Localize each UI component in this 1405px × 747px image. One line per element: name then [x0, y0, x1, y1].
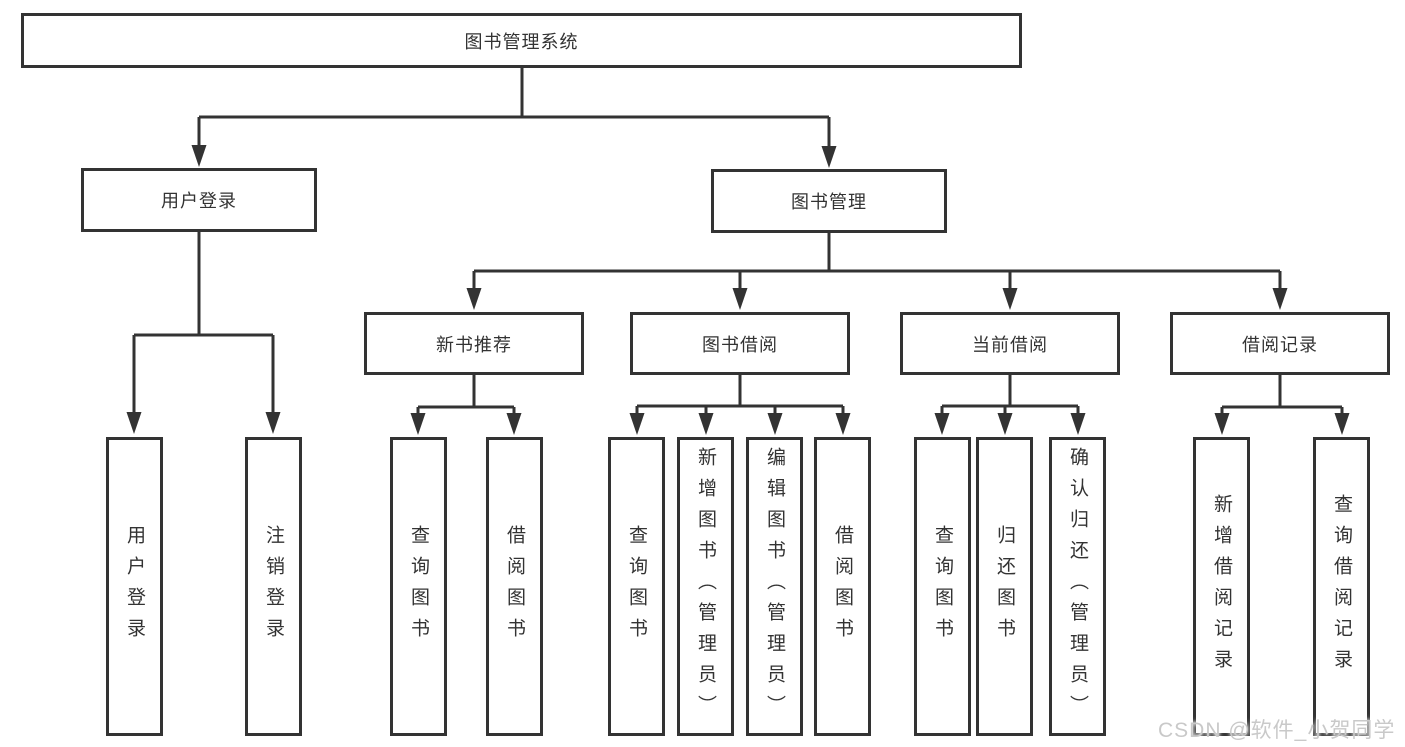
- node-label: 用户登录: [124, 524, 145, 649]
- node-new-book-recommend: 新书推荐: [364, 312, 584, 375]
- node-label: 查询图书: [932, 524, 953, 649]
- arrowheads: [126, 145, 1350, 435]
- node-label: 归还图书: [994, 524, 1015, 649]
- leaf-add-borrow-record: 新增借阅记录: [1193, 437, 1250, 736]
- leaf-logout: 注销登录: [245, 437, 302, 736]
- node-user-login: 用户登录: [81, 168, 317, 232]
- leaf-return-books: 归还图书: [976, 437, 1033, 736]
- node-label: 查询图书: [626, 524, 647, 649]
- node-label: 新增借阅记录: [1211, 493, 1232, 680]
- node-label: 图书借阅: [702, 334, 778, 355]
- leaf-query-borrow-record: 查询借阅记录: [1313, 437, 1370, 736]
- node-label: 注销登录: [263, 524, 284, 649]
- node-label: 图书管理: [791, 192, 867, 212]
- leaf-query-books: 查询图书: [608, 437, 665, 736]
- leaf-borrow-books: 借阅图书: [814, 437, 871, 736]
- node-label: 借阅图书: [504, 524, 525, 649]
- node-system-root: 图书管理系统: [21, 13, 1022, 68]
- leaf-user-login: 用户登录: [106, 437, 163, 736]
- node-book-borrowing: 图书借阅: [630, 312, 850, 375]
- node-label: 当前借阅: [972, 334, 1048, 355]
- node-label: 新书推荐: [436, 334, 512, 355]
- leaf-query-books: 查询图书: [390, 437, 447, 736]
- node-label: 查询图书: [408, 524, 429, 649]
- node-label: 编辑图书（管理员）: [764, 447, 785, 726]
- leaf-confirm-return-admin: 确认归还（管理员）: [1049, 437, 1106, 736]
- csdn-watermark: CSDN @软件_小贺同学: [1158, 719, 1396, 742]
- node-label: 借阅图书: [832, 524, 853, 649]
- leaf-add-books-admin: 新增图书（管理员）: [677, 437, 734, 736]
- node-book-management: 图书管理: [711, 169, 947, 233]
- node-borrowing-records: 借阅记录: [1170, 312, 1390, 375]
- node-label: 确认归还（管理员）: [1067, 447, 1088, 726]
- node-label: 用户登录: [161, 191, 237, 211]
- node-label: 借阅记录: [1242, 334, 1318, 355]
- node-current-borrowing: 当前借阅: [900, 312, 1120, 375]
- leaf-borrow-books: 借阅图书: [486, 437, 543, 736]
- node-label: 查询借阅记录: [1331, 493, 1352, 680]
- node-label: 图书管理系统: [464, 31, 579, 52]
- leaf-query-books: 查询图书: [914, 437, 971, 736]
- leaf-edit-books-admin: 编辑图书（管理员）: [746, 437, 803, 736]
- node-label: 新增图书（管理员）: [695, 447, 716, 726]
